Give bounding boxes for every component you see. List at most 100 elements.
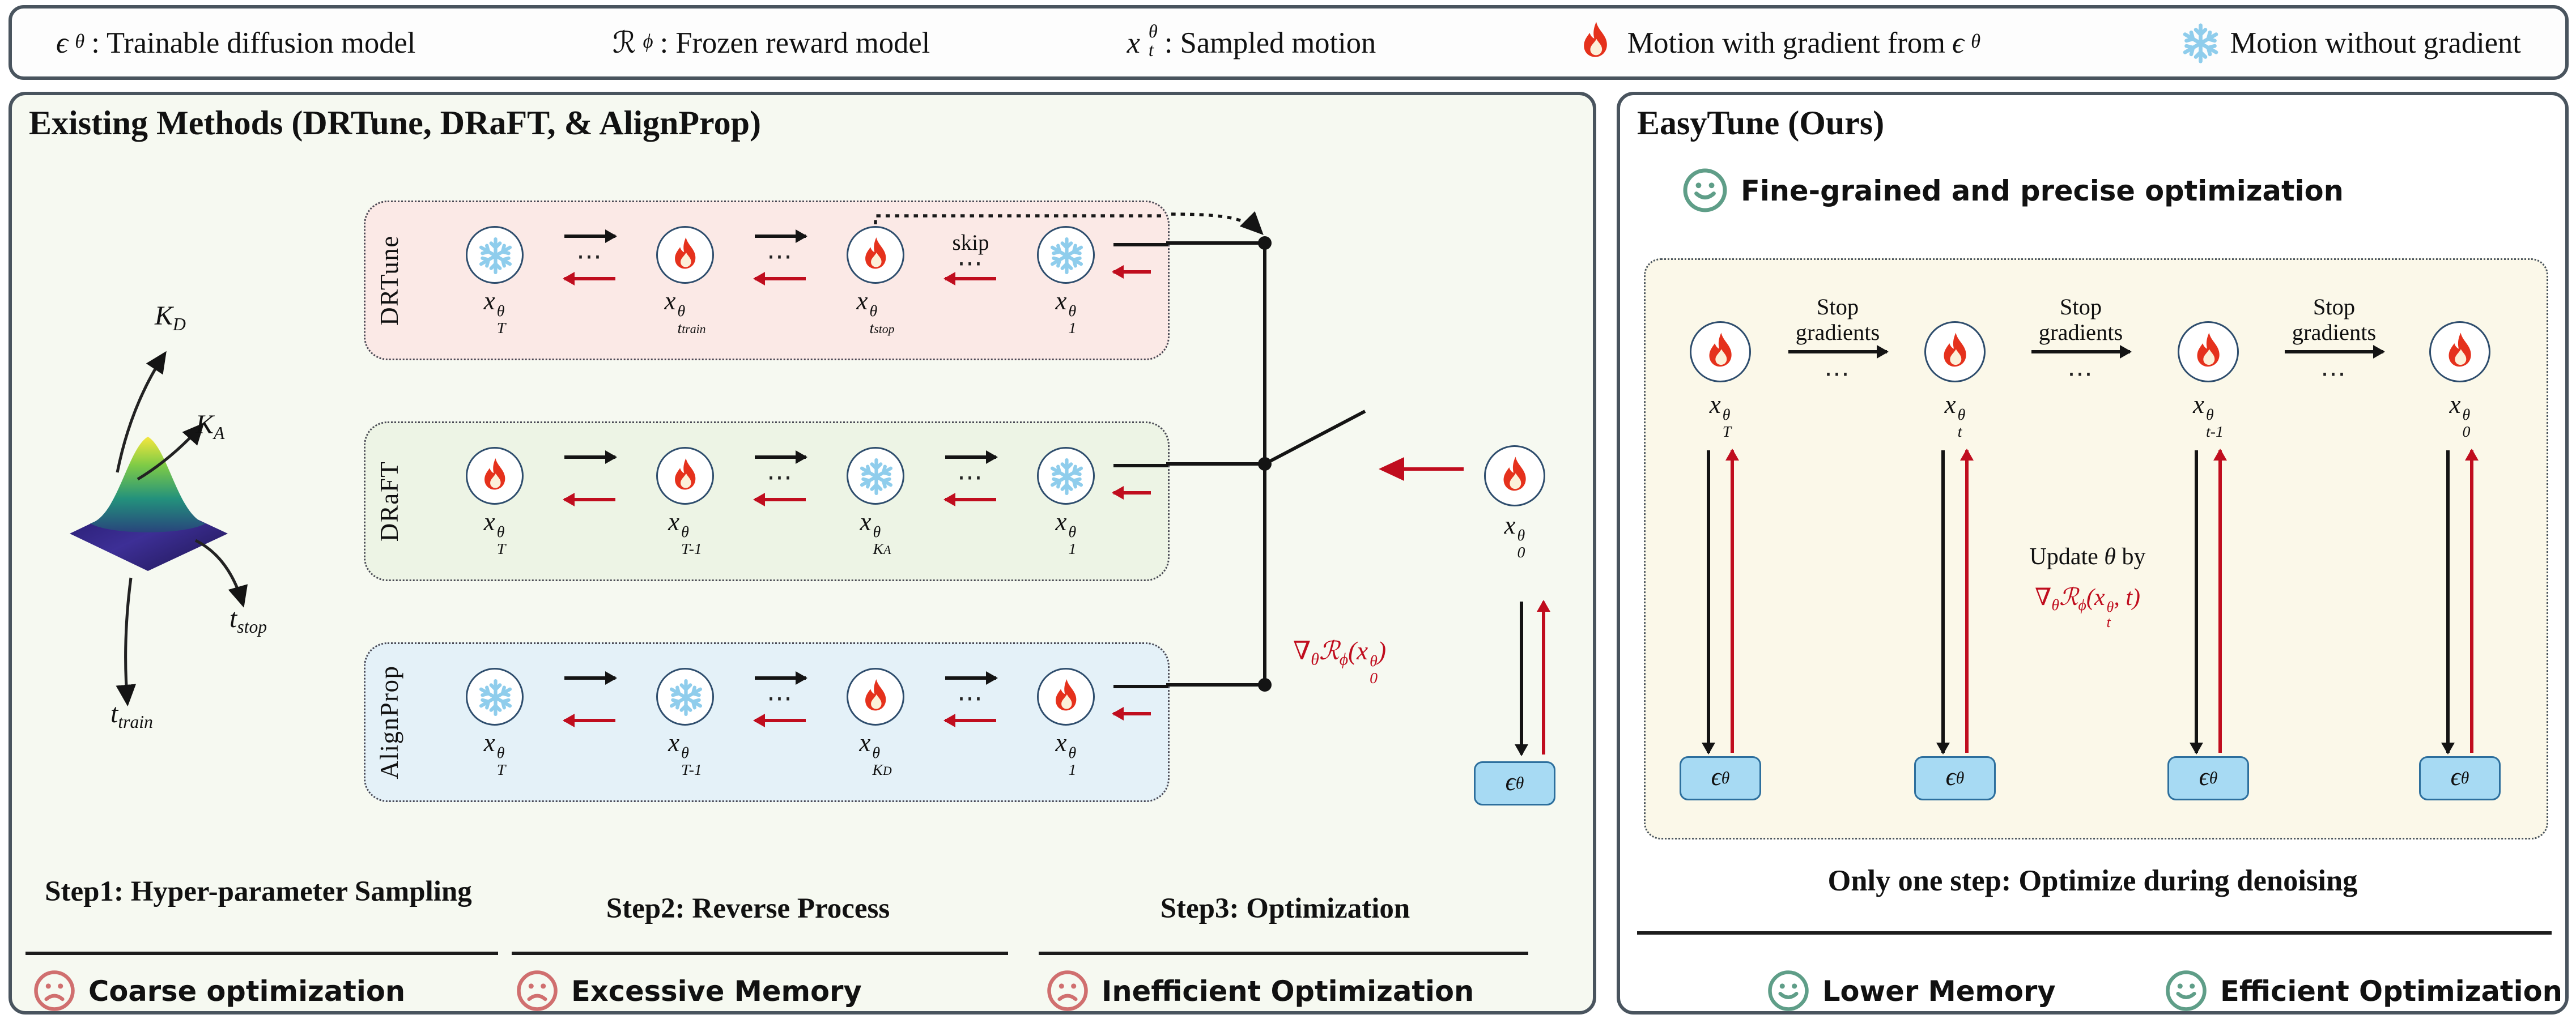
- gradient-arrow: [1113, 270, 1151, 274]
- forward-arrow: [755, 455, 806, 459]
- con-coarse-optimization: Coarse optimization: [32, 969, 405, 1013]
- easytune-divider: [1637, 931, 2552, 935]
- happy-face-icon: [1681, 167, 1729, 214]
- existing-methods-title: Existing Methods (DRTune, DRaFT, & Align…: [29, 105, 761, 143]
- snowflake-icon: [1037, 447, 1095, 505]
- fire-icon: [2178, 321, 2239, 382]
- fire-icon: [2429, 321, 2490, 382]
- easytune-panel: EasyTune (Ours) Fine-grained and precise…: [1617, 92, 2569, 1015]
- pro-label: Lower Memory: [1822, 974, 2056, 1007]
- happy-face-icon: [2164, 969, 2208, 1013]
- hyperparameter-surface-plot: [70, 351, 248, 707]
- fire-icon: [847, 668, 904, 726]
- fire-icon: [1584, 22, 1608, 57]
- hyperparam-label-ka: KA: [195, 411, 225, 445]
- fire-icon: [847, 226, 904, 284]
- forward-arrow: [564, 676, 615, 680]
- pro-label: Efficient Optimization: [2220, 974, 2562, 1007]
- con-inefficient-optimization: Inefficient Optimization: [1045, 969, 1474, 1013]
- forward-arrow: [2031, 350, 2130, 354]
- gradient-from-model-arrow: [1542, 602, 1545, 755]
- step1-divider: [25, 952, 498, 955]
- method-name-drtune: DRTune: [377, 235, 405, 326]
- hyperparam-label-ttrain: ttrain: [110, 700, 153, 734]
- gradient-arrow: [945, 719, 996, 722]
- pro-lower-memory: Lower Memory: [1766, 969, 2056, 1013]
- hyperparam-label-tstop: tstop: [229, 605, 267, 638]
- fire-icon: [1037, 668, 1095, 726]
- easytune-title: EasyTune (Ours): [1637, 105, 1885, 143]
- gradient-arrow: [564, 498, 615, 501]
- gradient-arrow: [1113, 712, 1151, 715]
- existing-methods-panel: Existing Methods (DRTune, DRaFT, & Align…: [8, 92, 1596, 1015]
- forward-arrow: [755, 235, 806, 238]
- snowflake-icon: [847, 447, 904, 505]
- ellipsis: ⋯: [576, 244, 603, 271]
- motion-to-model-arrow: [1941, 450, 1945, 753]
- fire-icon: [656, 447, 714, 505]
- ellipsis: ⋯: [957, 250, 984, 278]
- row-output: [1113, 447, 1168, 512]
- motion-to-model-arrow: [2195, 450, 2198, 753]
- reverse-step-gap: ⋯: [923, 668, 1018, 732]
- fire-icon: [1924, 321, 1986, 382]
- con-excessive-memory: Excessive Memory: [515, 969, 862, 1013]
- forward-arrow: [945, 676, 996, 680]
- gradient-arrow: [755, 719, 806, 722]
- snowflake-icon: [466, 668, 524, 726]
- ellipsis: ⋯: [767, 685, 794, 713]
- gradient-from-model-arrow: [2470, 450, 2473, 753]
- con-label: Inefficient Optimization: [1102, 974, 1474, 1007]
- row-output: [1113, 668, 1168, 732]
- step2-caption: Step2: Reverse Process: [606, 892, 890, 924]
- gradient-arrow: [755, 498, 806, 501]
- fire-icon: [466, 447, 524, 505]
- ellipsis: ⋯: [2320, 362, 2348, 390]
- happy-face-icon: [1766, 969, 1810, 1013]
- forward-arrow: [1788, 350, 1887, 354]
- motion-to-model-arrow: [1707, 450, 1710, 753]
- snowflake-icon: [466, 226, 524, 284]
- step3-divider: [1039, 952, 1528, 955]
- ellipsis: ⋯: [1824, 362, 1851, 390]
- selector-switch-wiring: [1166, 211, 1464, 692]
- reverse-step-gap: [542, 668, 637, 732]
- snowflake-icon: [1037, 226, 1095, 284]
- ellipsis: ⋯: [767, 244, 794, 271]
- step3-caption: Step3: Optimization: [1160, 892, 1410, 924]
- legend-motion-without-gradient: Motion without gradient: [2178, 20, 2521, 66]
- output-line: [1113, 685, 1168, 688]
